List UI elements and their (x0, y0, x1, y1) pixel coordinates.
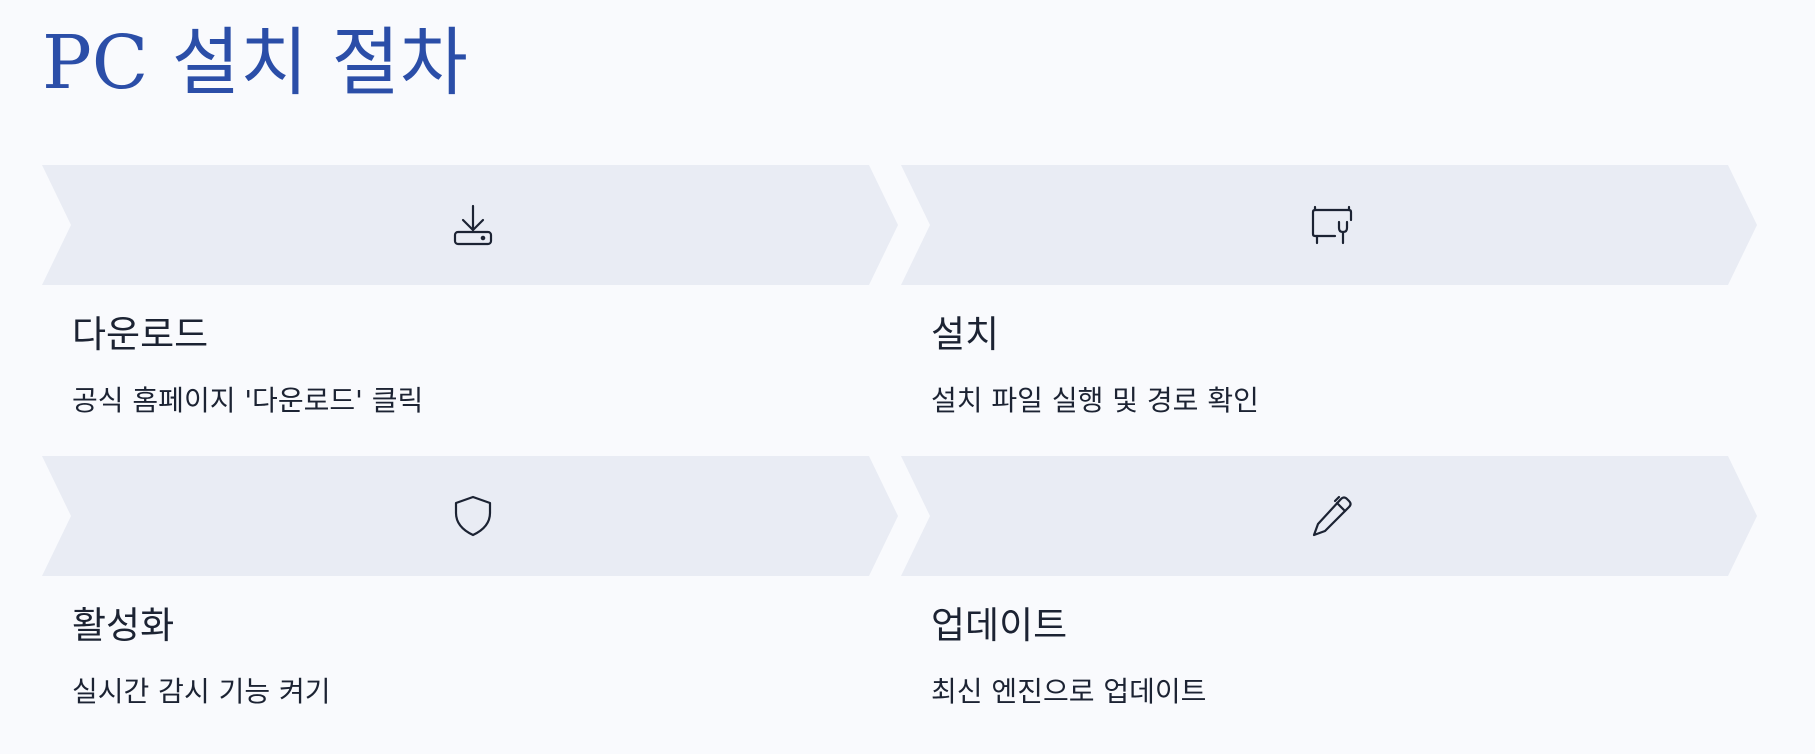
download-icon (450, 202, 496, 248)
step-description: 설치 파일 실행 및 경로 확인 (931, 384, 1259, 417)
step-title: 활성화 (72, 604, 175, 647)
step-download: 다운로드 공식 홈페이지 '다운로드' 클릭 (42, 165, 898, 456)
step-activate: 활성화 실시간 감시 기능 켜기 (42, 456, 898, 747)
step-chevron (42, 456, 898, 576)
step-chevron (901, 456, 1757, 576)
step-update: 업데이트 최신 엔진으로 업데이트 (901, 456, 1757, 747)
step-description: 최신 엔진으로 업데이트 (931, 675, 1207, 708)
monitor-wrench-icon (1309, 202, 1355, 248)
page-title: PC 설치 절차 (42, 20, 468, 106)
step-description: 공식 홈페이지 '다운로드' 클릭 (72, 384, 424, 417)
step-chevron (901, 165, 1757, 285)
pencil-icon (1309, 493, 1355, 539)
step-title: 업데이트 (931, 604, 1068, 647)
step-chevron (42, 165, 898, 285)
step-description: 실시간 감시 기능 켜기 (72, 675, 331, 708)
step-title: 다운로드 (72, 313, 209, 356)
steps-grid: 다운로드 공식 홈페이지 '다운로드' 클릭 설치 설치 파일 실행 및 경로 … (42, 165, 1757, 747)
shield-icon (450, 493, 496, 539)
step-install: 설치 설치 파일 실행 및 경로 확인 (901, 165, 1757, 456)
step-title: 설치 (931, 313, 1000, 356)
